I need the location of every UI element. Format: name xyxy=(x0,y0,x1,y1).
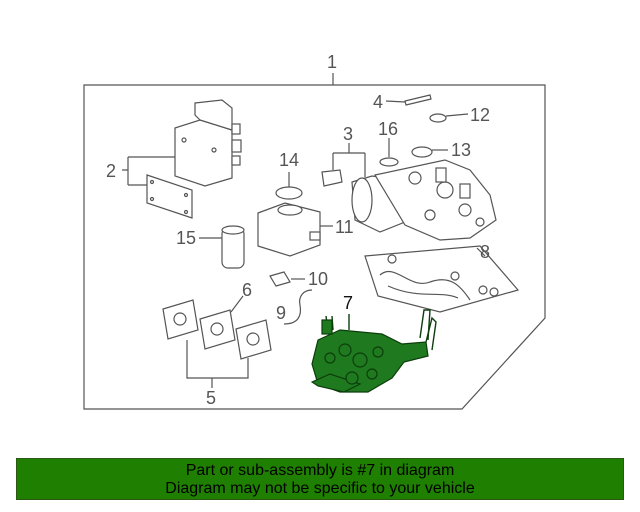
callout-2[interactable]: 2 xyxy=(106,161,116,181)
leader-6 xyxy=(230,295,244,313)
callout-9[interactable]: 9 xyxy=(276,303,286,323)
callout-8[interactable]: 8 xyxy=(480,242,490,262)
banner-line-1: Part or sub-assembly is #7 in diagram xyxy=(185,462,455,479)
part-13-grommet xyxy=(411,146,433,158)
leader-12 xyxy=(445,113,469,117)
callout-6[interactable]: 6 xyxy=(242,280,252,300)
callout-14[interactable]: 14 xyxy=(279,150,299,170)
callout-15[interactable]: 15 xyxy=(176,228,196,248)
info-banner: Part or sub-assembly is #7 in diagram Di… xyxy=(16,458,624,500)
callout-1[interactable]: 1 xyxy=(327,52,337,72)
callout-10[interactable]: 10 xyxy=(308,269,328,289)
callout-7[interactable]: 7 xyxy=(343,293,353,313)
assembly-frame xyxy=(83,84,546,410)
part-16-seal xyxy=(379,157,399,167)
callout-12[interactable]: 12 xyxy=(470,105,490,125)
callout-16[interactable]: 16 xyxy=(378,119,398,139)
part-10-clip xyxy=(269,271,291,287)
callout-4[interactable]: 4 xyxy=(373,92,383,112)
leader-4 xyxy=(385,100,406,103)
part-8-lines xyxy=(364,245,520,313)
banner-line-2: Diagram may not be specific to your vehi… xyxy=(165,480,475,497)
part-4-pin xyxy=(404,94,432,106)
part-11-reservoir xyxy=(257,202,321,257)
part-5-gaskets xyxy=(162,299,272,360)
part-14-cap xyxy=(275,186,303,200)
leader-3 xyxy=(332,143,366,177)
callout-3[interactable]: 3 xyxy=(343,124,353,144)
callout-13[interactable]: 13 xyxy=(451,140,471,160)
part-15-filter xyxy=(221,225,245,269)
parts-diagram: 1 2 3 4 12 16 xyxy=(83,52,546,410)
callout-11[interactable]: 11 xyxy=(335,217,354,237)
part-9-hose xyxy=(283,289,313,325)
part-12-grommet xyxy=(429,113,447,123)
part-2-plate xyxy=(146,174,193,219)
leader-8 xyxy=(476,247,486,257)
part-7-hydraulic-unit[interactable] xyxy=(310,309,437,393)
callout-5[interactable]: 5 xyxy=(206,388,216,408)
leader-2 xyxy=(122,156,175,186)
leader-5 xyxy=(186,340,249,388)
part-3-master-cylinder xyxy=(321,159,497,241)
part-2-ecu xyxy=(174,99,242,187)
